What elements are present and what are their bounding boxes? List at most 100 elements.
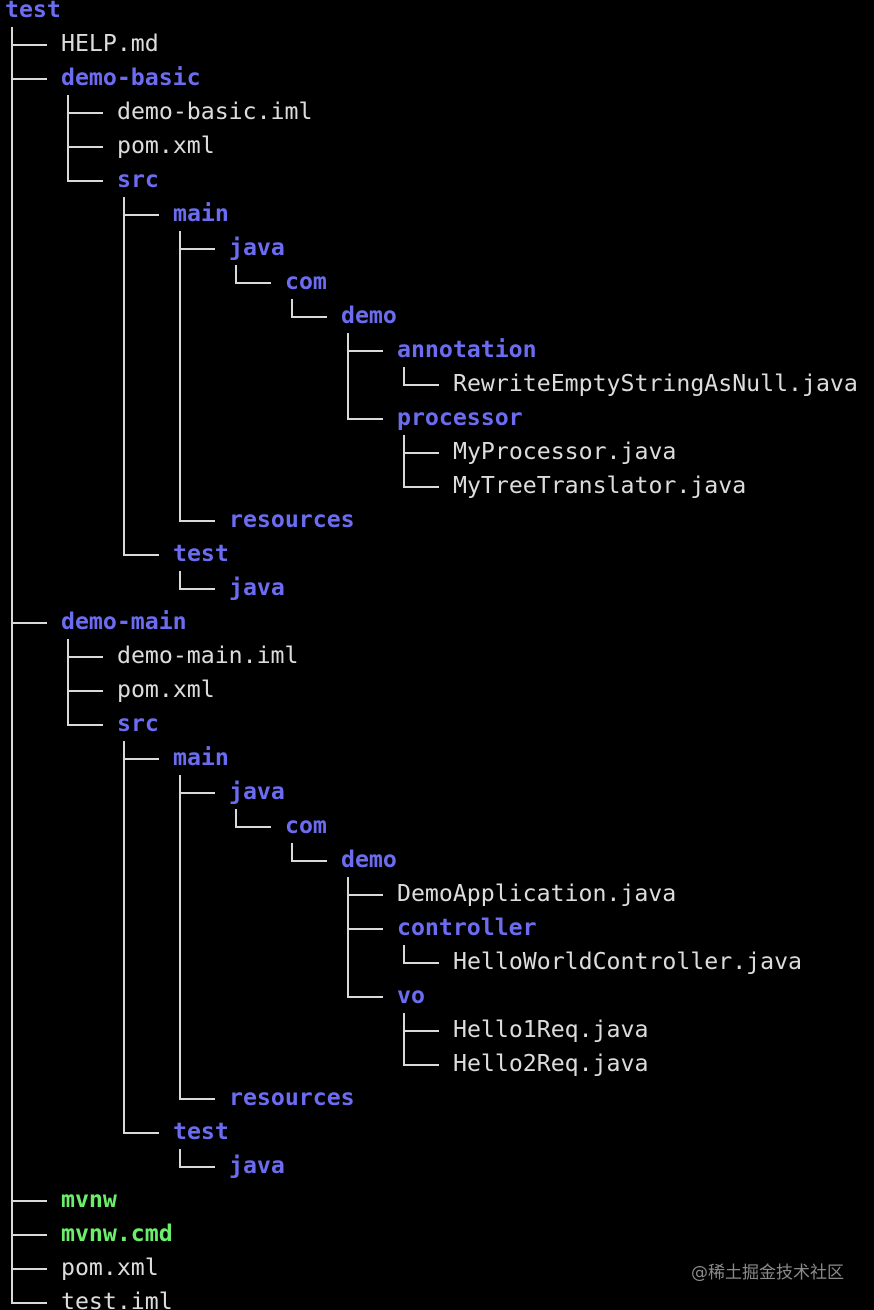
tree-row: demo-main	[0, 605, 874, 639]
tree-row: DemoApplication.java	[0, 877, 874, 911]
folder-name[interactable]: resources	[229, 1084, 355, 1111]
tree-guide-line	[11, 707, 13, 741]
tree-guide-line	[179, 979, 181, 1013]
tree-row: demo-basic.iml	[0, 95, 874, 129]
folder-name[interactable]: com	[285, 268, 327, 295]
folder-name[interactable]: test	[5, 0, 61, 23]
tree-guide-line	[11, 1149, 13, 1183]
tree-guide-line	[179, 843, 181, 877]
tree-row: vo	[0, 979, 874, 1013]
tree-branch-horizontal	[179, 588, 215, 590]
tree-row: mvnw.cmd	[0, 1217, 874, 1251]
tree-guide-line	[123, 299, 125, 333]
folder-name[interactable]: controller	[397, 914, 537, 941]
tree-guide-line	[11, 95, 13, 129]
file-name[interactable]: pom.xml	[61, 1254, 159, 1281]
tree-guide-line	[179, 809, 181, 843]
tree-row: src	[0, 707, 874, 741]
folder-name[interactable]: com	[285, 812, 327, 839]
folder-name[interactable]: resources	[229, 506, 355, 533]
file-name[interactable]: demo-main.iml	[117, 642, 299, 669]
tree-row: resources	[0, 503, 874, 537]
tree-row: RewriteEmptyStringAsNull.java	[0, 367, 874, 401]
tree-guide-line	[11, 299, 13, 333]
folder-name[interactable]: vo	[397, 982, 425, 1009]
executable-name[interactable]: mvnw	[61, 1186, 117, 1213]
folder-name[interactable]: java	[229, 574, 285, 601]
tree-row: test	[0, 0, 874, 27]
tree-guide-line	[11, 231, 13, 265]
tree-branch-horizontal	[179, 1098, 215, 1100]
tree-branch-horizontal	[403, 384, 439, 386]
tree-guide-line	[123, 333, 125, 367]
tree-branch-horizontal	[347, 350, 383, 352]
folder-name[interactable]: demo-basic	[61, 64, 201, 91]
folder-name[interactable]: demo	[341, 302, 397, 329]
tree-branch-vertical	[403, 367, 405, 385]
tree-row: HelloWorldController.java	[0, 945, 874, 979]
tree-branch-horizontal	[11, 1268, 47, 1270]
tree-branch-horizontal	[403, 486, 439, 488]
file-name[interactable]: pom.xml	[117, 132, 215, 159]
tree-guide-line	[347, 367, 349, 401]
tree-branch-horizontal	[67, 724, 103, 726]
tree-guide-line	[123, 367, 125, 401]
tree-branch-horizontal	[11, 78, 47, 80]
tree-branch-vertical	[11, 1285, 13, 1303]
tree-row: resources	[0, 1081, 874, 1115]
tree-row: main	[0, 741, 874, 775]
file-name[interactable]: Hello1Req.java	[453, 1016, 649, 1043]
file-name[interactable]: MyTreeTranslator.java	[453, 472, 747, 499]
tree-branch-horizontal	[403, 452, 439, 454]
tree-guide-line	[11, 197, 13, 231]
file-name[interactable]: HelloWorldController.java	[453, 948, 803, 975]
file-name[interactable]: RewriteEmptyStringAsNull.java	[453, 370, 858, 397]
folder-name[interactable]: test	[173, 540, 229, 567]
tree-guide-line	[123, 1047, 125, 1081]
file-name[interactable]: test.iml	[61, 1288, 173, 1310]
file-name[interactable]: demo-basic.iml	[117, 98, 313, 125]
folder-name[interactable]: src	[117, 710, 159, 737]
tree-branch-vertical	[179, 571, 181, 589]
tree-branch-horizontal	[123, 1132, 159, 1134]
tree-branch-horizontal	[347, 418, 383, 420]
folder-name[interactable]: demo	[341, 846, 397, 873]
tree-guide-line	[11, 503, 13, 537]
tree-guide-line	[11, 571, 13, 605]
folder-name[interactable]: java	[229, 1152, 285, 1179]
tree-branch-horizontal	[67, 180, 103, 182]
tree-branch-horizontal	[235, 282, 271, 284]
file-name[interactable]: Hello2Req.java	[453, 1050, 649, 1077]
folder-name[interactable]: processor	[397, 404, 523, 431]
tree-guide-line	[11, 367, 13, 401]
folder-name[interactable]: test	[173, 1118, 229, 1145]
file-name[interactable]: MyProcessor.java	[453, 438, 677, 465]
folder-name[interactable]: java	[229, 778, 285, 805]
tree-row: test	[0, 1115, 874, 1149]
tree-branch-horizontal	[179, 520, 215, 522]
file-name[interactable]: pom.xml	[117, 676, 215, 703]
tree-guide-line	[11, 469, 13, 503]
folder-name[interactable]: annotation	[397, 336, 537, 363]
file-name[interactable]: DemoApplication.java	[397, 880, 677, 907]
tree-row: pom.xml	[0, 673, 874, 707]
tree-guide-line	[179, 401, 181, 435]
folder-name[interactable]: main	[173, 200, 229, 227]
executable-name[interactable]: mvnw.cmd	[61, 1220, 173, 1247]
tree-branch-horizontal	[11, 44, 47, 46]
folder-name[interactable]: demo-main	[61, 608, 187, 635]
tree-guide-line	[123, 265, 125, 299]
tree-guide-line	[123, 435, 125, 469]
folder-name[interactable]: src	[117, 166, 159, 193]
tree-guide-line	[11, 435, 13, 469]
folder-name[interactable]: main	[173, 744, 229, 771]
tree-guide-line	[123, 401, 125, 435]
tree-row: HELP.md	[0, 27, 874, 61]
folder-name[interactable]: java	[229, 234, 285, 261]
tree-guide-line	[123, 877, 125, 911]
tree-row: controller	[0, 911, 874, 945]
file-name[interactable]: HELP.md	[61, 30, 159, 57]
tree-branch-vertical	[291, 843, 293, 861]
tree-guide-line	[179, 367, 181, 401]
tree-branch-horizontal	[67, 690, 103, 692]
